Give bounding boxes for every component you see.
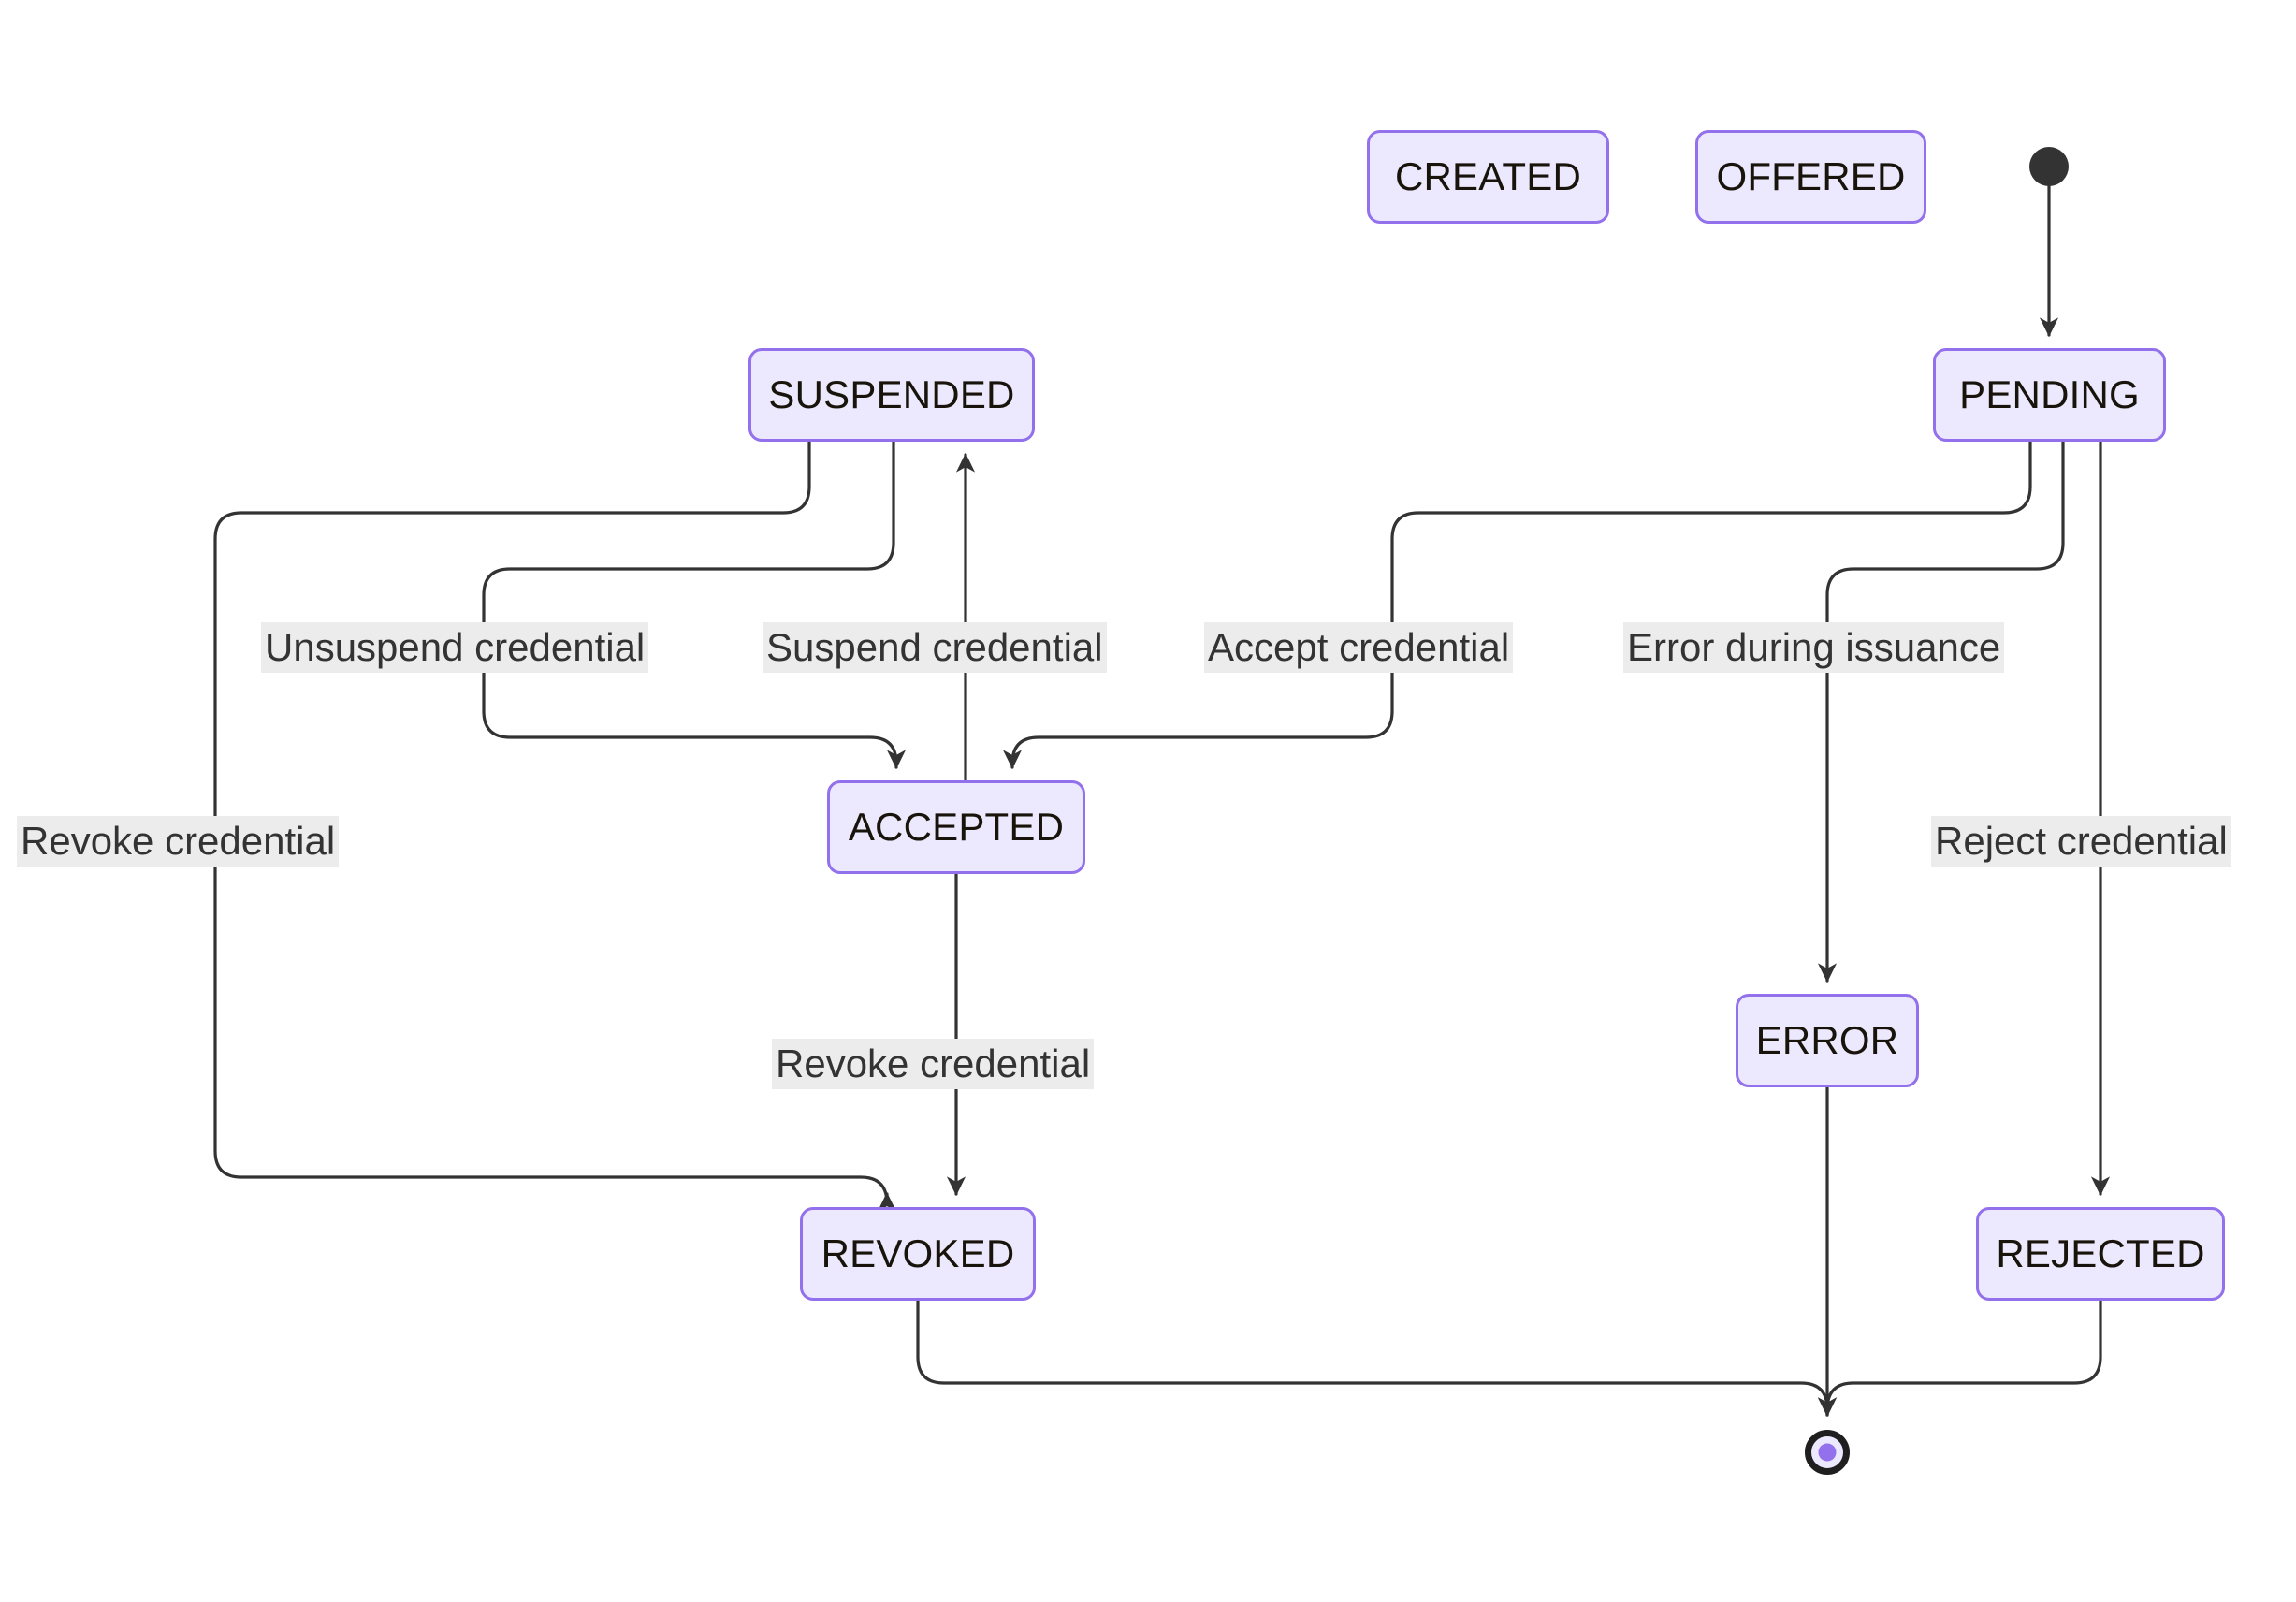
edge-label-revoke-credential-from-accepted: Revoke credential bbox=[772, 1039, 1095, 1089]
start-state-marker bbox=[2029, 147, 2069, 186]
end-state-marker bbox=[1805, 1430, 1850, 1475]
state-node-rejected[interactable]: REJECTED bbox=[1976, 1207, 2225, 1301]
edge-label-accept-credential: Accept credential bbox=[1204, 622, 1514, 673]
end-state-marker-core bbox=[1818, 1443, 1837, 1462]
edge-rejected-to-end bbox=[1817, 1299, 2102, 1417]
edge-pending-to-error bbox=[1817, 440, 2065, 983]
state-label-created: CREATED bbox=[1395, 154, 1581, 198]
state-label-offered: OFFERED bbox=[1716, 154, 1906, 198]
state-label-error: ERROR bbox=[1755, 1018, 1899, 1062]
edge-label-error-during-issuance: Error during issuance bbox=[1623, 622, 2005, 673]
state-label-accepted: ACCEPTED bbox=[848, 805, 1065, 849]
state-node-error[interactable]: ERROR bbox=[1736, 994, 1919, 1087]
state-label-pending: PENDING bbox=[1959, 372, 2140, 416]
state-node-created[interactable]: CREATED bbox=[1367, 130, 1609, 224]
edge-label-reject-credential: Reject credential bbox=[1931, 816, 2231, 867]
edge-pending-to-accepted bbox=[1002, 440, 2032, 769]
edge-revoked-to-end bbox=[916, 1299, 1838, 1417]
edge-label-unsuspend-credential: Unsuspend credential bbox=[261, 622, 649, 673]
edge-label-revoke-credential-from-suspended: Revoke credential bbox=[17, 816, 340, 867]
state-label-suspended: SUSPENDED bbox=[768, 372, 1015, 416]
edge-suspended-to-accepted bbox=[482, 440, 907, 769]
state-node-revoked[interactable]: REVOKED bbox=[800, 1207, 1036, 1301]
state-node-suspended[interactable]: SUSPENDED bbox=[748, 348, 1035, 442]
state-label-rejected: REJECTED bbox=[1996, 1231, 2205, 1275]
state-node-pending[interactable]: PENDING bbox=[1933, 348, 2166, 442]
state-node-accepted[interactable]: ACCEPTED bbox=[827, 780, 1085, 874]
state-label-revoked: REVOKED bbox=[821, 1231, 1015, 1275]
edge-label-suspend-credential: Suspend credential bbox=[763, 622, 1107, 673]
state-node-offered[interactable]: OFFERED bbox=[1695, 130, 1926, 224]
